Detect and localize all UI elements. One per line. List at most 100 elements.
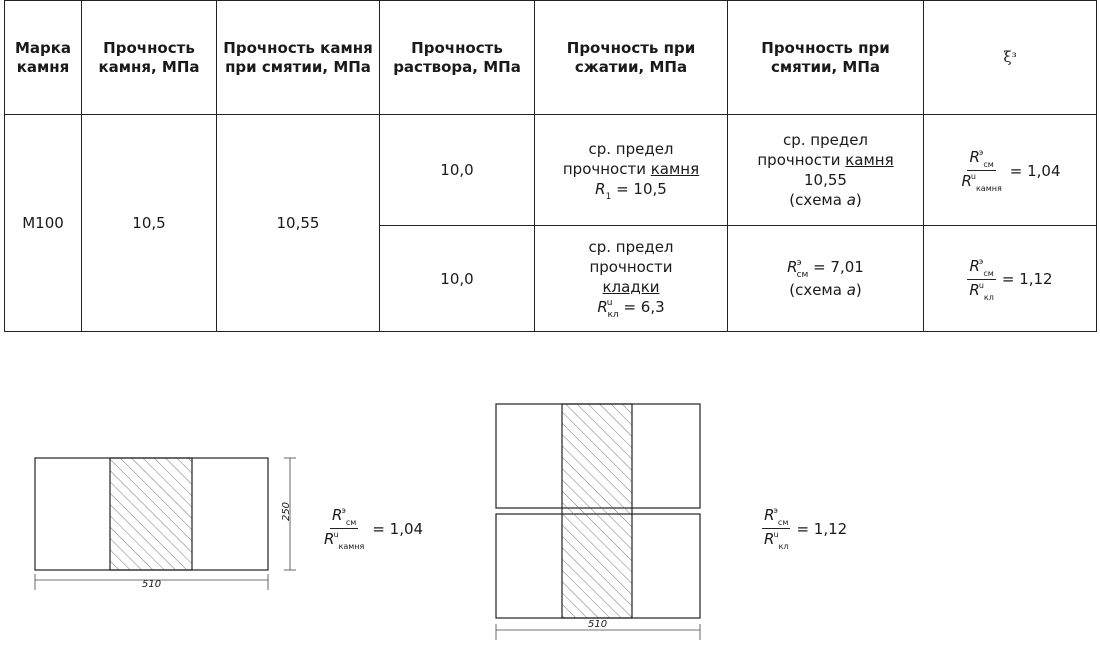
num-sub: см [983, 268, 994, 278]
cell-compression: ср. предел прочности камня R1 = 10,5 [534, 114, 728, 226]
numerator: Rэсм [330, 506, 359, 529]
cell-xi: Rэ см Ru кл = 1,12 [923, 225, 1097, 332]
hatched-loaded-area [109, 457, 193, 571]
xi-formula: Rэ см Ru кл = 1,12 [967, 256, 1053, 302]
subscript: см [796, 270, 809, 280]
num-symbol: R [764, 506, 775, 524]
compression-line1: ср. предел [588, 238, 674, 256]
scheme-letter: а [846, 281, 856, 299]
fraction: Rэ см Ru кл [762, 506, 791, 551]
cell-bearing: Rэ см = 7,01 (схема а) [727, 225, 924, 332]
den-sub: кл [983, 292, 994, 302]
header-xi: ξᵌ [923, 0, 1097, 115]
subscript: кл [607, 310, 619, 320]
xi-value: = 1,12 [1001, 270, 1053, 288]
num-symbol: R [332, 506, 343, 524]
cell-stone-strength: 10,5 [81, 114, 217, 332]
num-sup: э [978, 148, 984, 157]
ratio-formula: Rэ см Ru кл = 1,12 [762, 506, 847, 551]
bearing-line2: прочности камня [728, 150, 923, 170]
hatched-loaded-area [561, 403, 633, 619]
value: = 10,5 [611, 179, 667, 198]
right-masonry-drawing [495, 403, 701, 640]
cell-mortar: 10,0 [379, 114, 535, 226]
symbol-r: R [595, 179, 606, 198]
header-stone-bearing: Прочность камня при смятии, МПа [216, 0, 380, 115]
den-symbol: R [969, 280, 980, 299]
den-sub: камня [338, 542, 365, 551]
table-row: 10,0 ср. предел прочности кладки Ru кл = … [5, 225, 1097, 332]
numerator: Rэсм [967, 256, 996, 280]
numerator: Rэ см [967, 148, 996, 171]
right-width-label: 510 [588, 619, 608, 630]
den-sup: u [978, 280, 984, 290]
left-width-label: 510 [142, 579, 162, 590]
cell-mortar: 10,0 [379, 225, 535, 332]
den-sub: кл [778, 542, 789, 551]
scheme-close: ) [855, 281, 862, 299]
scheme-open: (схема [789, 191, 847, 209]
left-scheme-drawing [34, 457, 296, 590]
compression-formula: R1 = 10,5 [535, 179, 727, 202]
header-compression: Прочность при сжатии, МПа [534, 0, 728, 115]
subscript: 1 [605, 191, 612, 202]
numerator: Rэ см [762, 506, 791, 529]
symbol-r: R [787, 258, 798, 276]
den-sub: камня [975, 184, 1002, 193]
cell-compression: ср. предел прочности кладки Ru кл = 6,3 [534, 225, 728, 332]
header-stone-strength: Прочность камня, МПа [81, 0, 217, 115]
left-height-label: 250 [281, 501, 293, 522]
ratio-formula: Rэсм Ru камня = 1,04 [322, 506, 423, 551]
num-sup: э [978, 256, 984, 266]
bearing-value: 10,55 [804, 171, 847, 189]
superscript: э [796, 258, 802, 268]
compression-line3: кладки [602, 278, 660, 296]
denominator: Ru камня [322, 529, 366, 551]
symbol-r: R [597, 298, 608, 316]
formula-value: = 1,12 [796, 519, 848, 538]
xi-value: = 1,04 [1009, 161, 1061, 180]
den-sup: u [970, 172, 976, 181]
bearing-formula: Rэ см = 7,01 [728, 257, 923, 280]
right-formula: Rэ см Ru кл = 1,12 [762, 505, 847, 551]
bearing-scheme: (схема а) [728, 280, 923, 300]
denominator: Ru камня [959, 171, 1003, 193]
compression-line2: прочности [589, 258, 673, 276]
scheme-letter: а [846, 191, 856, 209]
formula-value: = 1,04 [372, 519, 424, 538]
header-bearing: Прочность при смятии, МПа [727, 0, 924, 115]
fraction: Rэ см Ru кл [967, 256, 996, 302]
num-sub: см [983, 160, 994, 169]
compression-text: прочности [562, 159, 651, 178]
num-sub: см [777, 518, 789, 527]
num-sup: э [773, 506, 778, 515]
left-formula: Rэсм Ru камня = 1,04 [322, 505, 423, 551]
results-table: Марка камня Прочность камня, МПа Прочнос… [4, 0, 1097, 332]
bearing-scheme: (схема а) [728, 190, 923, 210]
value: = 6,3 [618, 298, 665, 316]
table-row: М100 10,5 10,55 10,0 ср. предел прочност… [4, 114, 1097, 332]
cell-brand: М100 [4, 114, 82, 332]
num-sup: э [341, 506, 346, 515]
table-header-row: Марка камня Прочность камня, МПа Прочнос… [4, 0, 1097, 115]
cell-xi: Rэ см Ru камня = 1,04 [923, 114, 1097, 226]
bearing-underlined: камня [845, 151, 894, 169]
header-mortar-strength: Прочность раствора, МПа [379, 0, 535, 115]
fraction: Rэсм Ru камня [322, 506, 366, 551]
den-symbol: R [764, 530, 775, 548]
denominator: Ru кл [762, 529, 790, 551]
cell-bearing: ср. предел прочности камня 10,55 (схема … [727, 114, 924, 226]
superscript: u [606, 298, 613, 308]
num-symbol: R [969, 148, 980, 166]
den-sup: u [773, 530, 779, 539]
compression-formula: Ru кл = 6,3 [535, 297, 727, 320]
den-symbol: R [961, 172, 972, 190]
scheme-close: ) [855, 191, 862, 209]
cell-stone-bearing: 10,55 [216, 114, 380, 332]
den-symbol: R [324, 530, 335, 548]
bearing-text: прочности [757, 151, 846, 169]
denominator: Ru кл [967, 280, 995, 302]
den-sup: u [333, 530, 339, 539]
value: = 7,01 [808, 258, 864, 276]
bearing-line1: ср. предел [782, 131, 869, 149]
